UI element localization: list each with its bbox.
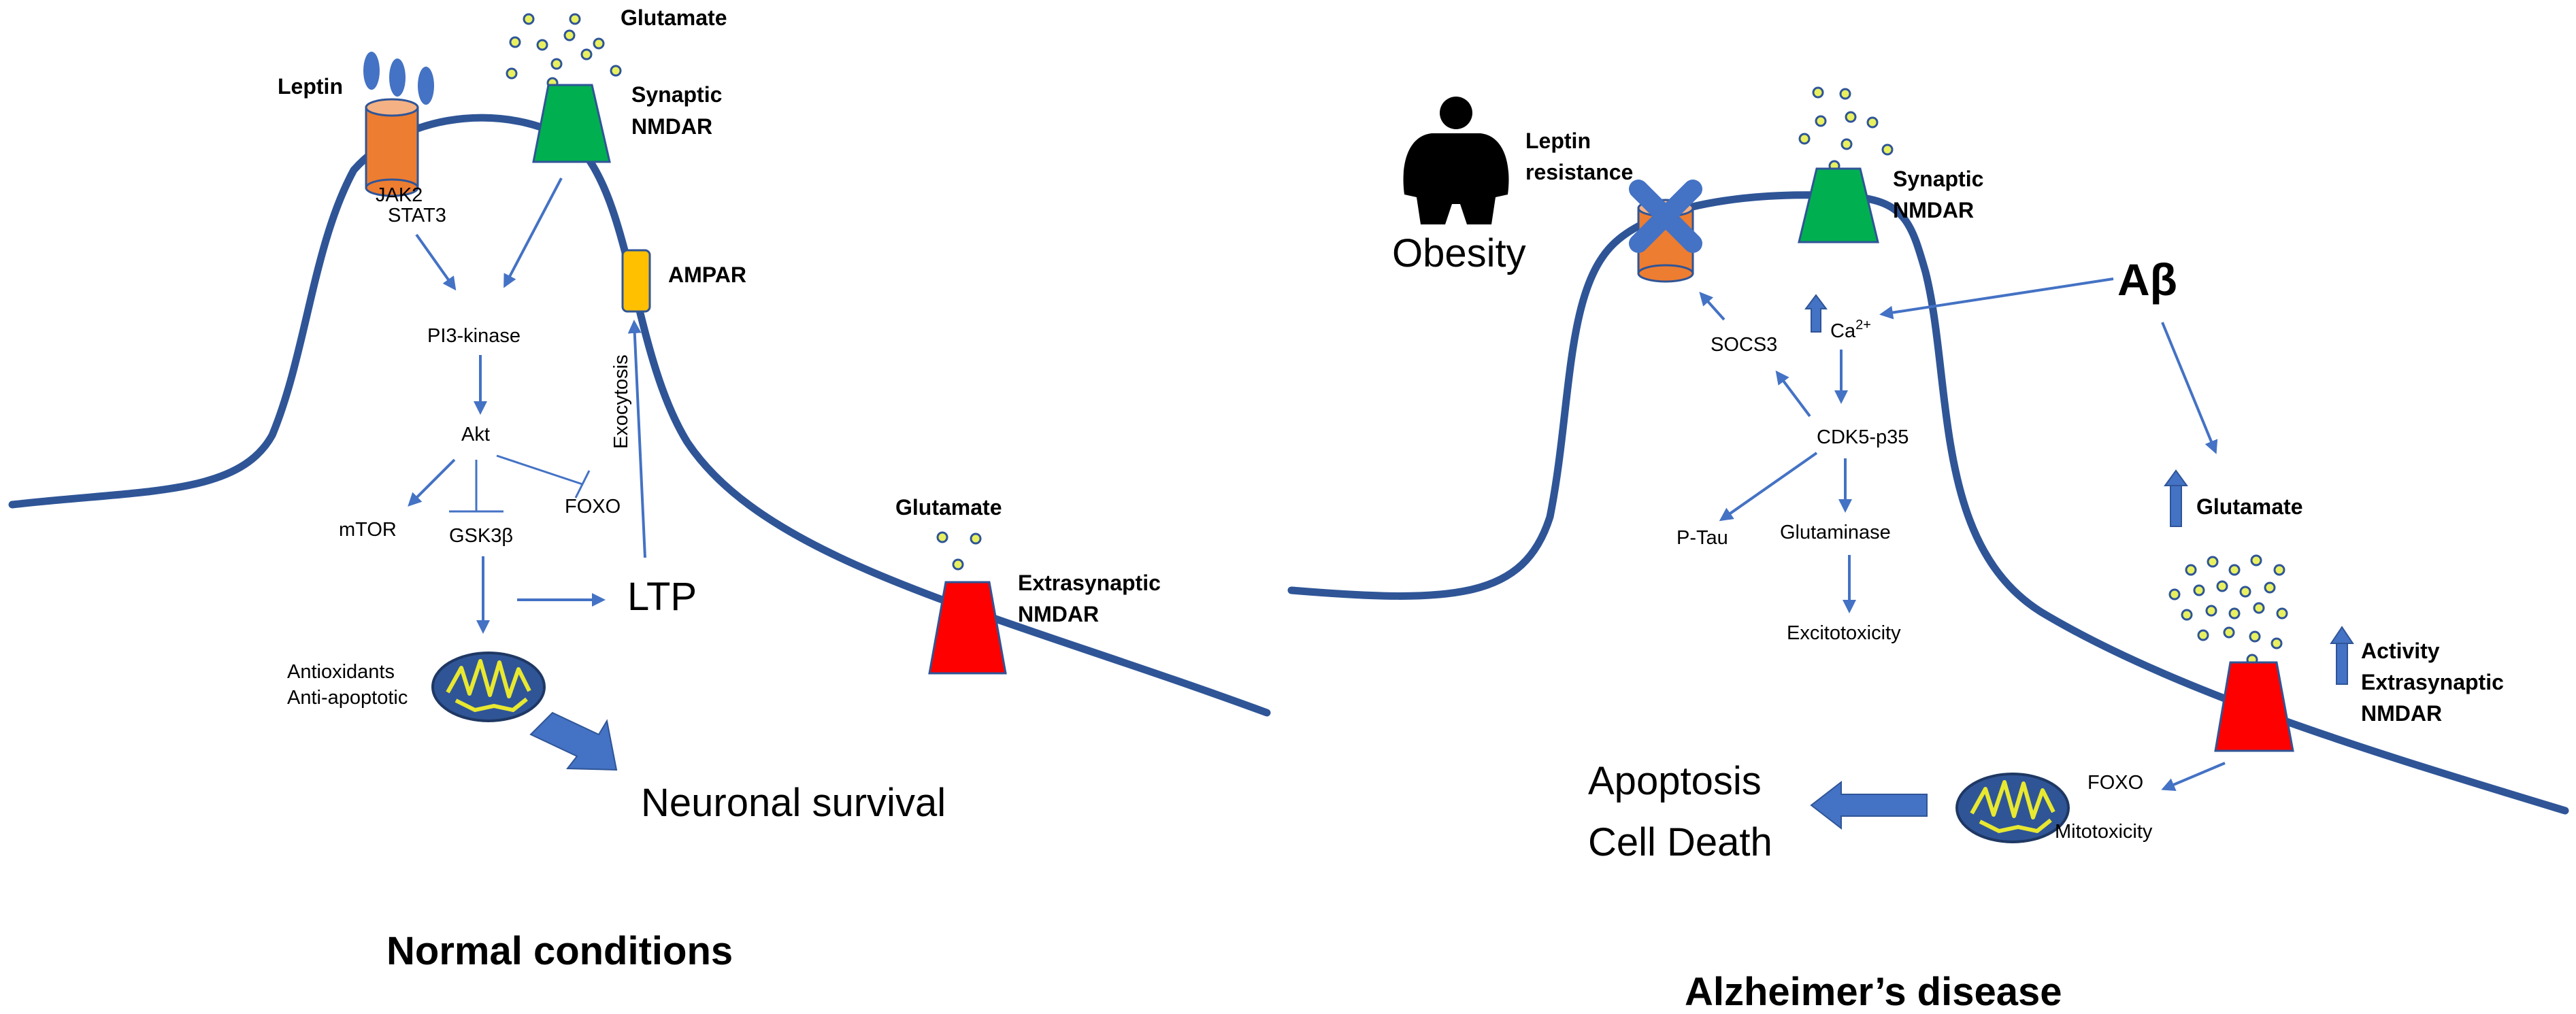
leptin-receptor-icon bbox=[365, 98, 419, 197]
synaptic-nmdar-label: Synaptic bbox=[631, 82, 722, 107]
synaptic-nmdar-icon bbox=[532, 84, 611, 163]
synaptic-nmdar-icon bbox=[1798, 167, 1879, 243]
mitochondria-icon bbox=[1957, 774, 2068, 842]
stat3-label: STAT3 bbox=[388, 205, 446, 226]
ampar-icon bbox=[621, 249, 651, 313]
synaptic-nmdar-label: Synaptic bbox=[1893, 167, 1983, 191]
normal-panel: Leptin JAK2 STAT3 Glutamate Synaptic NMD… bbox=[8, 5, 1271, 973]
cell-death-label: Cell Death bbox=[1588, 820, 1772, 864]
ca-label: Ca2+ bbox=[1830, 318, 1871, 342]
activity-increase-arrow bbox=[2336, 641, 2348, 685]
neuronal-survival-label: Neuronal survival bbox=[641, 781, 946, 825]
arrow-nmdar-pi3k bbox=[503, 178, 563, 288]
arrow-socs3-receptor bbox=[1699, 292, 1725, 321]
arrow-mito-apoptosis bbox=[1810, 780, 1928, 830]
alzheimers-panel: Leptin resistance Obesity Synaptic NMDAR… bbox=[1287, 86, 2569, 1014]
ca-increase-arrow bbox=[1804, 294, 1828, 333]
apoptosis-label: Apoptosis bbox=[1588, 759, 1762, 803]
pi3k-label: PI3-kinase bbox=[427, 325, 521, 347]
foxo-label: FOXO bbox=[565, 496, 621, 518]
excitotoxicity-label: Excitotoxicity bbox=[1787, 622, 1901, 644]
arrow-abeta-ca bbox=[1879, 277, 2114, 320]
activity-nmdar-label: Extrasynaptic bbox=[2361, 670, 2504, 694]
leptin-label: Leptin bbox=[278, 74, 343, 99]
glutaminase-label: Glutaminase bbox=[1780, 522, 1891, 543]
glutamate-dots bbox=[506, 13, 622, 89]
extrasynaptic-nmdar-label: Extrasynaptic bbox=[1018, 571, 1161, 595]
neuron-membrane-ad bbox=[1287, 191, 2569, 815]
leptin-molecule bbox=[363, 52, 380, 90]
anti-apoptotic-label: Anti-apoptotic bbox=[287, 687, 408, 709]
glutamate-dots bbox=[1798, 86, 1894, 172]
mtor-label: mTOR bbox=[339, 519, 397, 541]
socs3-label: SOCS3 bbox=[1711, 334, 1777, 356]
arrow-cdk5-ptau bbox=[1719, 452, 1818, 522]
arrow-nmdar-foxo bbox=[2161, 762, 2226, 791]
activity-nmdar-label: NMDAR bbox=[2361, 701, 2442, 726]
leptin-molecule bbox=[418, 67, 434, 105]
arrow-cdk5-socs3 bbox=[1775, 370, 1811, 418]
glutamate-label: Glutamate bbox=[2196, 494, 2302, 519]
mitotoxicity-label: Mitotoxicity bbox=[2055, 821, 2153, 843]
glutamate-dots bbox=[936, 531, 982, 571]
normal-conditions-title: Normal conditions bbox=[386, 929, 733, 973]
arrow-ltp-ampar bbox=[627, 320, 646, 558]
arrow-abeta-glutamate bbox=[2161, 322, 2218, 454]
ampar-label: AMPAR bbox=[668, 263, 746, 287]
gsk3b-label: GSK3β bbox=[449, 525, 513, 547]
leptin-resistance-label: Leptin bbox=[1525, 129, 1591, 153]
synaptic-nmdar-label: NMDAR bbox=[631, 114, 712, 139]
cdk5-label: CDK5-p35 bbox=[1817, 426, 1909, 448]
glutamate-label: Glutamate bbox=[621, 5, 727, 30]
alzheimers-title: Alzheimer’s disease bbox=[1685, 970, 2062, 1014]
obesity-label: Obesity bbox=[1392, 231, 1526, 275]
glutamate-extrasynaptic-label: Glutamate bbox=[895, 495, 1002, 520]
ptau-label: P-Tau bbox=[1677, 527, 1728, 549]
ltp-label: LTP bbox=[627, 575, 697, 619]
antioxidants-label: Antioxidants bbox=[287, 661, 395, 683]
extrasynaptic-nmdar-icon bbox=[2214, 661, 2294, 752]
mitochondria-icon bbox=[433, 653, 544, 721]
block-cross-icon bbox=[1629, 180, 1702, 253]
inhibit-akt-foxo bbox=[496, 454, 583, 486]
extrasynaptic-nmdar-label: NMDAR bbox=[1018, 602, 1099, 626]
arrow-akt-mtor bbox=[408, 458, 456, 507]
extrasynaptic-nmdar-icon bbox=[928, 581, 1007, 675]
glutamate-increase-arrow-head bbox=[2164, 469, 2188, 486]
foxo-label: FOXO bbox=[2087, 772, 2143, 794]
abeta-label: Aβ bbox=[2117, 254, 2177, 305]
obesity-person-icon bbox=[1403, 97, 1509, 224]
glutamate-cluster bbox=[2168, 554, 2288, 666]
inhibit-akt-foxo-bar bbox=[574, 470, 591, 498]
leptin-resistance-label: resistance bbox=[1525, 160, 1633, 184]
arrow-stat3-pi3k bbox=[415, 233, 457, 291]
akt-label: Akt bbox=[461, 424, 490, 445]
activity-nmdar-label: Activity bbox=[2361, 639, 2440, 663]
jak2-label: JAK2 bbox=[376, 184, 423, 206]
arrow-mito-survival bbox=[529, 711, 618, 771]
activity-increase-arrow-head bbox=[2330, 626, 2354, 644]
exocytosis-label: Exocytosis bbox=[610, 354, 632, 449]
leptin-molecule bbox=[389, 58, 406, 97]
glutamate-increase-arrow bbox=[2170, 484, 2182, 527]
synaptic-nmdar-label: NMDAR bbox=[1893, 198, 1974, 222]
